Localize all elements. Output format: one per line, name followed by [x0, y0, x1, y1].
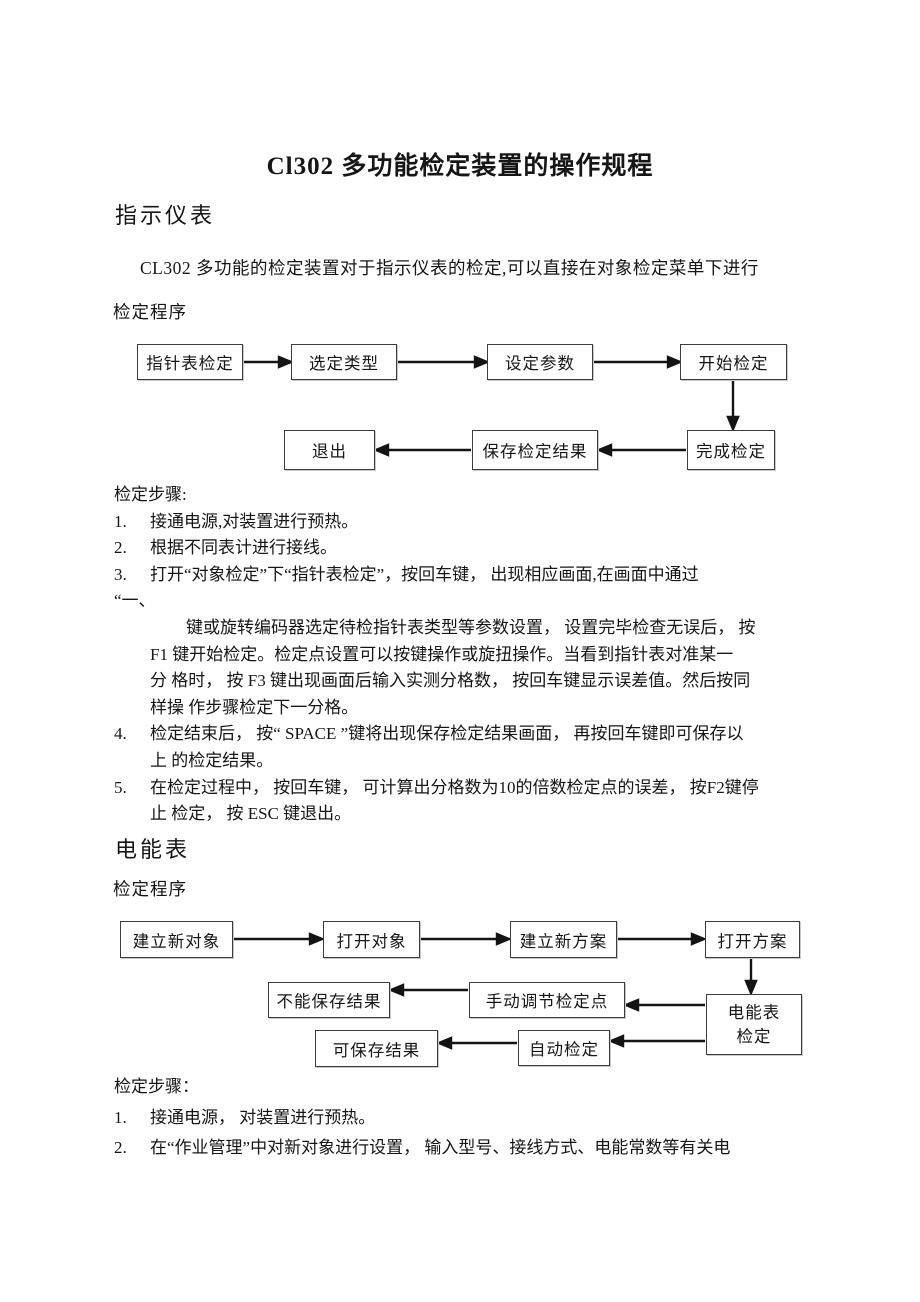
- step-line: 1.接通电源， 对装置进行预热。: [114, 1107, 376, 1127]
- step-line: 样操 作步骤检定下一分格。: [150, 697, 359, 717]
- flow-node-open-scheme: 打开方案: [705, 921, 800, 958]
- flow-node-select-type: 选定类型: [291, 344, 397, 380]
- procedure-label-1: 检定程序: [113, 302, 187, 322]
- flow-node-energy-meter-verify: 电能表 检定: [706, 994, 802, 1055]
- step-line: 2.在“作业管理”中对新对象进行设置， 输入型号、接线方式、电能常数等有关电: [114, 1138, 731, 1157]
- procedure-label-2: 检定程序: [113, 879, 187, 899]
- energy-meter-verify-line2: 检定: [736, 1026, 772, 1046]
- energy-meter-verify-line1: 电能表: [727, 1002, 781, 1022]
- step-line: 分 格时， 按 F3 键出现画面后输入实测分格数， 按回车键显示误差值。然后按同: [150, 671, 751, 691]
- section-energy-meter-heading: 电能表: [115, 837, 191, 862]
- flow-node-open-object: 打开对象: [323, 921, 420, 958]
- flow-node-finish-verify: 完成检定: [687, 430, 775, 470]
- flow-node-manual-adjust-point: 手动调节检定点: [469, 982, 625, 1018]
- step-line: 5.在检定过程中， 按回车键， 可计算出分格数为10的倍数检定点的误差， 按F2…: [114, 777, 759, 797]
- step-line: 键或旋转编码器选定待检指针表类型等参数设置， 设置完毕检查无误后， 按: [186, 617, 756, 637]
- flow-node-pointer-meter-verify: 指针表检定: [137, 344, 243, 380]
- step-line: 上 的检定结果。: [150, 750, 274, 770]
- steps-label-1: 检定步骤:: [114, 485, 187, 504]
- step-line: 3.打开“对象检定”下“指针表检定”，按回车键， 出现相应画面,在画面中通过: [114, 564, 699, 584]
- step-line: 2.根据不同表计进行接线。: [114, 538, 337, 558]
- flow-node-save-results: 保存检定结果: [472, 430, 598, 470]
- page-title: Cl302 多功能检定装置的操作规程: [266, 153, 654, 180]
- flow-node-cannot-save-result: 不能保存结果: [268, 982, 390, 1018]
- step-line: F1 键开始检定。检定点设置可以按键操作或旋扭操作。当看到指针表对准某一: [150, 644, 734, 664]
- step-line: 1.接通电源,对装置进行预热。: [114, 511, 359, 531]
- steps-label-2: 检定步骤：: [114, 1077, 199, 1096]
- step-line: “一、: [114, 591, 156, 611]
- flow-node-auto-verify: 自动检定: [518, 1030, 610, 1066]
- flow-node-can-save-result: 可保存结果: [315, 1030, 438, 1067]
- steps-list-2: 检定步骤： 1.接通电源， 对装置进行预热。 2.在“作业管理”中对新对象进行设…: [114, 1072, 830, 1164]
- flow-node-exit: 退出: [284, 430, 375, 470]
- intro-paragraph: CL302 多功能的检定装置对于指示仪表的检定,可以直接在对象检定菜单下进行: [140, 258, 759, 278]
- step-line: 4.检定结束后， 按“ SPACE ”键将出现保存检定结果画面， 再按回车键即可…: [114, 724, 744, 744]
- section-indicating-instruments-heading: 指示仪表: [115, 203, 216, 228]
- step-line: 止 检定， 按 ESC 键退出。: [150, 804, 352, 824]
- flow-node-create-new-object: 建立新对象: [120, 921, 233, 958]
- steps-list-1: 检定步骤: 1.接通电源,对装置进行预热。 2.根据不同表计进行接线。 3.打开…: [114, 482, 830, 828]
- flow-node-create-new-scheme: 建立新方案: [510, 921, 617, 958]
- flow-node-start-verify: 开始检定: [680, 344, 787, 380]
- flow-node-set-parameters: 设定参数: [487, 344, 593, 380]
